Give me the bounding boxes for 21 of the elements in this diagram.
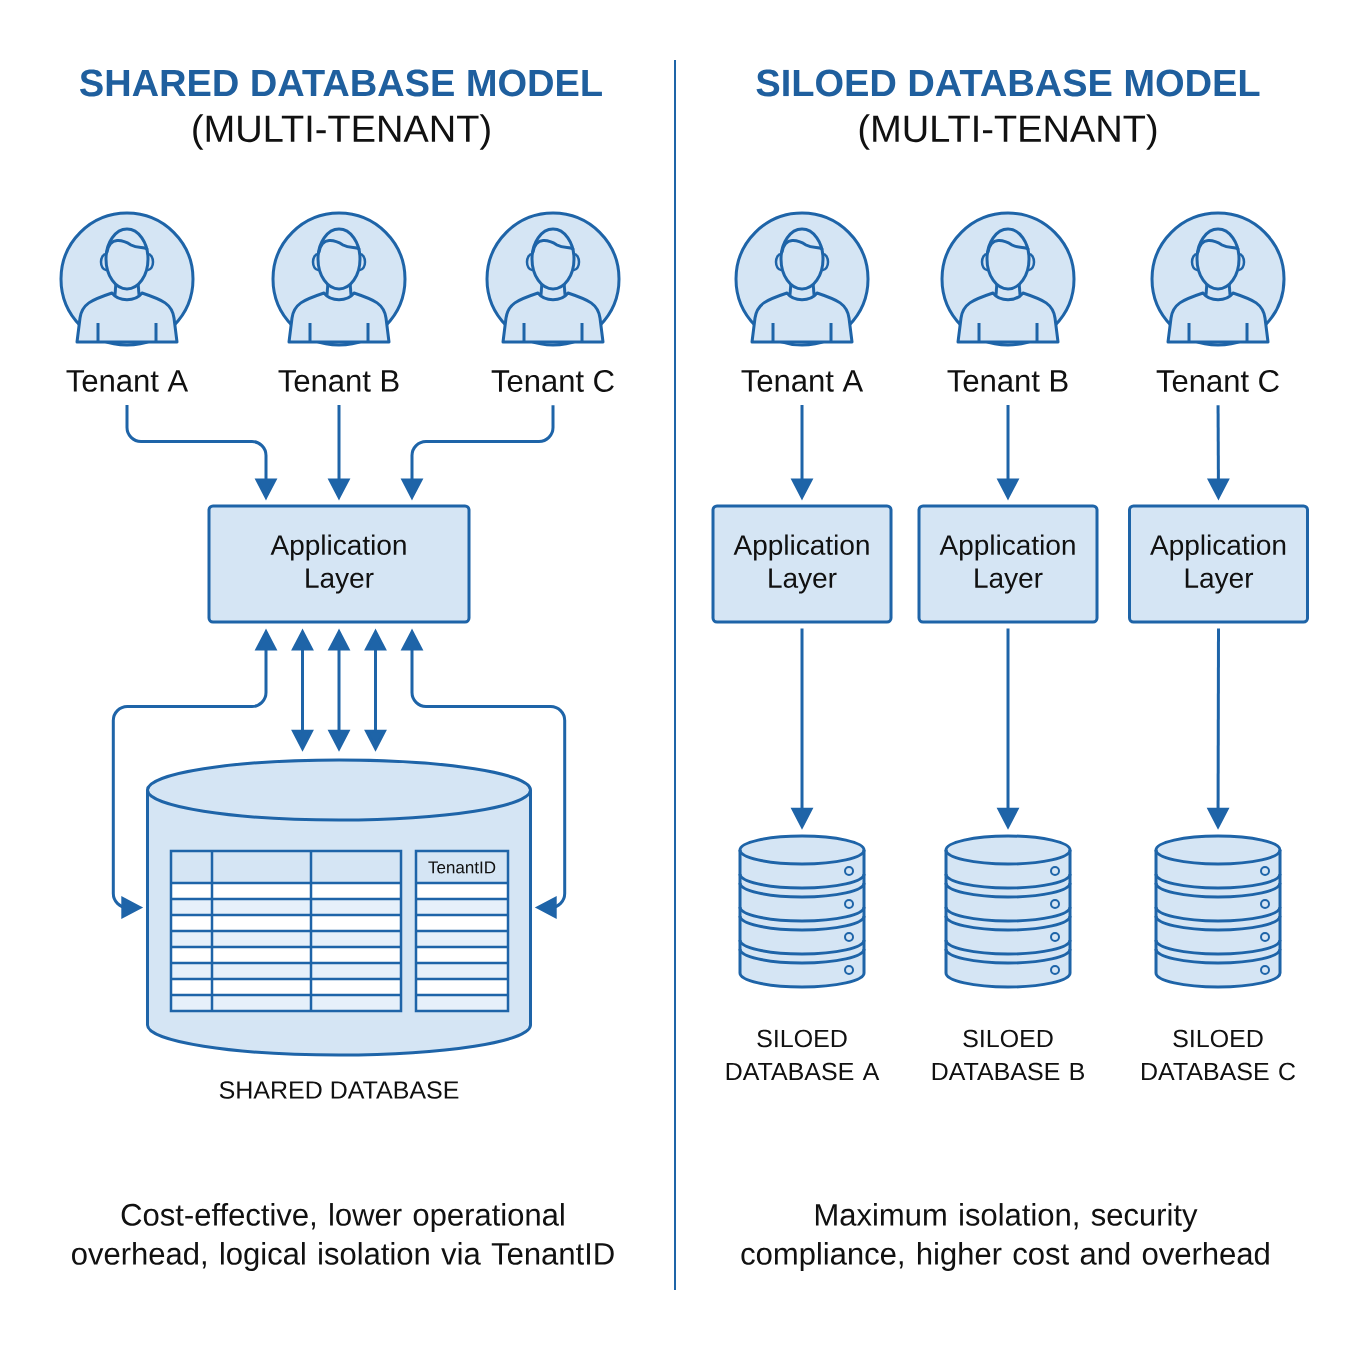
panel-subtitle: (MULTI-TENANT): [193, 114, 490, 150]
tenant-name: Tenant C: [491, 370, 614, 392]
database-label: SHARED DATABASE: [219, 1081, 459, 1099]
database-label: SILOED DATABASE A: [726, 1029, 880, 1081]
database-label: SILOED DATABASE C: [1142, 1029, 1296, 1081]
process-box: Application Layer: [1128, 504, 1309, 624]
caption: Cost-effective, lower operational overhead, logical isolation via TenantID: [72, 1203, 614, 1271]
process-box: Application Layer: [917, 504, 1099, 624]
process-box: Application Layer: [207, 504, 471, 624]
tenant-name: Tenant A: [741, 370, 864, 392]
tenant-name: Tenant B: [947, 370, 1068, 392]
panel-subtitle: (MULTI-TENANT): [859, 114, 1157, 150]
table-column: TenantID: [414, 849, 510, 1013]
panel-title: SILOED DATABASE MODEL: [756, 69, 1260, 97]
tenant-name: Tenant A: [66, 370, 189, 392]
database-label: SILOED DATABASE B: [932, 1029, 1084, 1081]
caption: Maximum isolation, security compliance, higher cost and overhead: [741, 1203, 1269, 1271]
tenant-name: Tenant B: [278, 370, 399, 392]
process-box: Application Layer: [711, 504, 893, 624]
tenant-name: Tenant C: [1156, 370, 1279, 392]
panel-title: SHARED DATABASE MODEL: [79, 69, 602, 97]
